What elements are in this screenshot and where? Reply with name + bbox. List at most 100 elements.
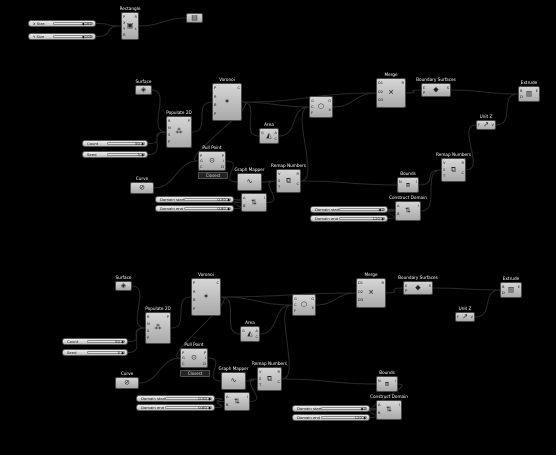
output-port[interactable]: L [134,27,137,31]
output-port[interactable]: C [296,182,299,186]
slider-track[interactable] [107,142,145,145]
output-port[interactable]: S [446,86,449,90]
output-port[interactable]: I [246,395,248,399]
output-port[interactable]: V [491,123,494,127]
input-port[interactable]: G [294,297,297,301]
input-port[interactable]: P [214,86,217,90]
input-port[interactable]: P [405,289,408,293]
component-graph1[interactable]: ∿ [237,173,262,191]
input-port[interactable]: S [259,376,262,381]
number-slider-ysize[interactable]: Y Size◆100 [28,33,96,40]
output-port[interactable]: I [263,196,265,200]
input-port[interactable]: D2 [378,89,384,94]
input-port[interactable]: R [193,289,196,294]
component-curve2[interactable]: ⊘ [115,377,139,389]
output-port[interactable]: R [461,161,465,165]
input-port[interactable]: G [311,99,314,103]
output-port[interactable]: D [203,361,206,366]
output-port[interactable]: I [398,403,400,407]
output-port[interactable]: C [237,86,240,90]
input-port[interactable]: Y [123,27,126,31]
slider-track[interactable] [87,340,125,343]
output-port[interactable]: P [221,154,224,158]
output-port[interactable]: I [417,204,419,208]
input-port[interactable]: D2 [358,289,364,294]
input-port[interactable]: D [502,291,505,295]
input-port[interactable]: A [378,403,381,407]
slider-track[interactable] [184,198,231,201]
input-port[interactable]: D1 [378,81,384,85]
input-port[interactable]: C [182,361,185,366]
output-port[interactable]: R [296,172,300,176]
input-port[interactable]: V [259,370,262,374]
output-port[interactable]: G [311,297,314,301]
input-port[interactable]: B [397,212,400,216]
input-port[interactable]: N [399,180,402,184]
input-port[interactable]: E [405,284,408,288]
input-port[interactable]: P [193,306,196,311]
input-port[interactable]: G [242,329,245,333]
input-port[interactable]: R [147,315,150,319]
input-port[interactable]: G [182,356,185,361]
output-port[interactable]: C [461,171,464,175]
input-port[interactable]: S [168,133,171,137]
slider-track[interactable] [87,351,125,354]
input-port[interactable]: V [443,161,446,165]
slider-track[interactable] [107,153,145,156]
input-port[interactable]: B [243,203,246,208]
input-port[interactable]: D3 [378,98,384,103]
input-port[interactable]: B [502,285,505,289]
output-port[interactable]: A [274,131,277,135]
slider-track[interactable] [165,397,212,400]
component-curve1[interactable]: ⊘ [130,182,154,194]
component-graph2[interactable]: ∿ [221,372,246,390]
output-port[interactable]: i [205,356,206,361]
output-port[interactable]: A [255,329,258,333]
input-port[interactable]: B [226,402,229,407]
input-port[interactable]: A [243,196,246,200]
input-port[interactable]: C [311,105,314,109]
input-port[interactable]: R [168,119,171,123]
output-port[interactable]: C [255,335,258,339]
output-port[interactable]: C [277,380,280,384]
output-port[interactable]: P [203,351,206,355]
number-slider-dstart2b[interactable]: Domain start◆0 [292,405,370,412]
slider-track[interactable] [53,22,93,25]
input-port[interactable]: P [200,154,203,158]
input-port[interactable]: F [311,111,314,115]
input-port[interactable]: P [182,351,185,355]
component-surf1[interactable]: ◈ [135,85,152,95]
output-port[interactable]: P [166,315,169,319]
output-port[interactable]: I [394,379,396,383]
slider-track[interactable] [165,406,212,409]
slider-track[interactable] [321,416,367,419]
input-port[interactable]: P [214,111,217,116]
input-port[interactable]: D3 [358,298,364,303]
input-port[interactable]: A [226,395,229,399]
input-port[interactable]: G [200,159,203,164]
output-port[interactable]: X [311,306,314,310]
